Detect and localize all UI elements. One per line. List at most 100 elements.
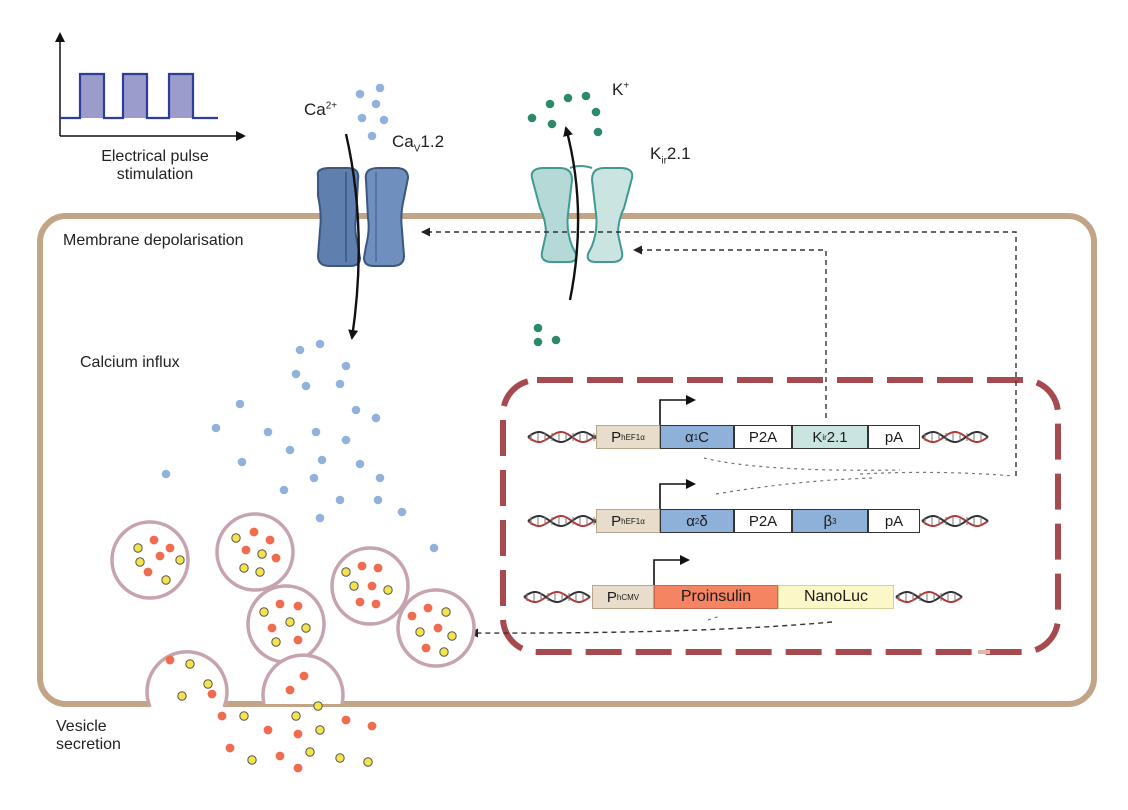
insulin-particle (275, 599, 285, 609)
calcium-ion (355, 89, 365, 99)
calcium-ion (375, 473, 385, 483)
tss-arrow-1 (659, 395, 696, 425)
insulin-particle (355, 597, 365, 607)
promoter-subscript: hCMV (616, 592, 640, 602)
kir-channel (530, 165, 634, 263)
potassium-ion (551, 335, 561, 345)
subunit-link-3 (859, 471, 1015, 477)
insulin-particle (285, 685, 295, 695)
pulse-1 (80, 74, 104, 118)
calcium-ion (341, 435, 351, 445)
potassium-ion (527, 113, 537, 123)
nanoluc-particle (447, 631, 457, 641)
potassium-ion-symbol: K (612, 80, 624, 99)
insulin-particle (407, 611, 417, 621)
calcium-ion (309, 473, 319, 483)
nanoluc-particle (259, 607, 269, 617)
insulin-particle (357, 561, 367, 571)
calcium-ion (397, 507, 407, 517)
insulin-particle (373, 563, 383, 573)
insulin-particle (293, 635, 303, 645)
calcium-ion (379, 115, 389, 125)
nanoluc-particle (185, 659, 195, 669)
insulin-particle (371, 599, 381, 609)
gene-part: Proinsulin (654, 585, 778, 609)
tss-arrow-2 (659, 479, 696, 509)
nanoluc-particle (239, 563, 249, 573)
calcium-influx-label: Calcium influx (80, 354, 180, 371)
potassium-ion (563, 93, 573, 103)
insulin-particle (241, 545, 251, 555)
promoter-subscript: hEF1α (621, 516, 645, 526)
calcium-ion (317, 455, 327, 465)
gene-part-label: P2A (748, 512, 778, 530)
calcium-ion (291, 369, 301, 379)
gene-part-subscript: 3 (832, 516, 837, 526)
nanoluc-particle (133, 543, 143, 553)
vesicles (110, 512, 476, 773)
calcium-flow-arrow (344, 133, 360, 340)
calcium-ion (373, 495, 383, 505)
calcium-ion-symbol: Ca (304, 100, 326, 119)
gene-part-label: α (686, 512, 695, 530)
dna-helix (527, 431, 597, 443)
calcium-ion (375, 83, 385, 93)
promoter-subscript: hEF1α (621, 432, 645, 442)
calcium-ion (367, 131, 377, 141)
dna-helix (527, 515, 597, 527)
insulin-expression-arrow (469, 621, 833, 638)
nanoluc-particle (257, 549, 267, 559)
promoter-label: P (611, 512, 622, 530)
nanoluc-particle (255, 567, 265, 577)
calcium-ion (279, 485, 289, 495)
calcium-ion (161, 469, 171, 479)
insulin-particle (299, 671, 309, 681)
cav-channel-label: CaV1.2 (392, 132, 444, 154)
nanoluc-particle (161, 575, 171, 585)
gene-part-label: α (685, 428, 694, 446)
nanoluc-particle (177, 691, 187, 701)
gene-part-label: P2A (748, 428, 778, 446)
nanoluc-particle (231, 533, 241, 543)
pulse-3 (169, 74, 193, 118)
gene-part-label: Proinsulin (680, 588, 752, 605)
subunit-link-2 (715, 477, 875, 495)
insulin-particle (367, 721, 377, 731)
nanoluc-particle (441, 607, 451, 617)
pulse-label: Electrical pulse stimulation (70, 148, 240, 185)
gene-part-label: pA (884, 428, 904, 446)
dna-helix (921, 515, 989, 527)
gene-part-label: K (812, 428, 823, 446)
insulin-particle (265, 535, 275, 545)
nanoluc-particle (203, 679, 213, 689)
calcium-ion (335, 495, 345, 505)
ions (161, 83, 603, 553)
calcium-ion (351, 405, 361, 415)
nanoluc-particle (335, 753, 345, 763)
gene-part-subscript: ir (822, 432, 827, 442)
nanoluc-particle (315, 725, 325, 735)
potassium-ion (533, 323, 543, 333)
gene-part-label: NanoLuc (803, 588, 869, 605)
gene-part: pA (868, 509, 920, 533)
insulin-particle (421, 643, 431, 653)
cav-channel (316, 167, 410, 267)
cav-channel-symbol: Ca (392, 132, 414, 151)
membrane-depolarisation-label: Membrane depolarisation (63, 232, 244, 249)
promoter-label: P (606, 588, 617, 606)
calcium-ion (429, 543, 439, 553)
cell-membrane (37, 213, 1097, 707)
vesicle-secretion-line-2: secretion (56, 736, 121, 754)
calcium-ion (315, 339, 325, 349)
calcium-ion (371, 99, 381, 109)
dna-strands (523, 431, 989, 603)
potassium-ion-charge: + (623, 80, 630, 92)
insulin-particle (341, 715, 351, 725)
